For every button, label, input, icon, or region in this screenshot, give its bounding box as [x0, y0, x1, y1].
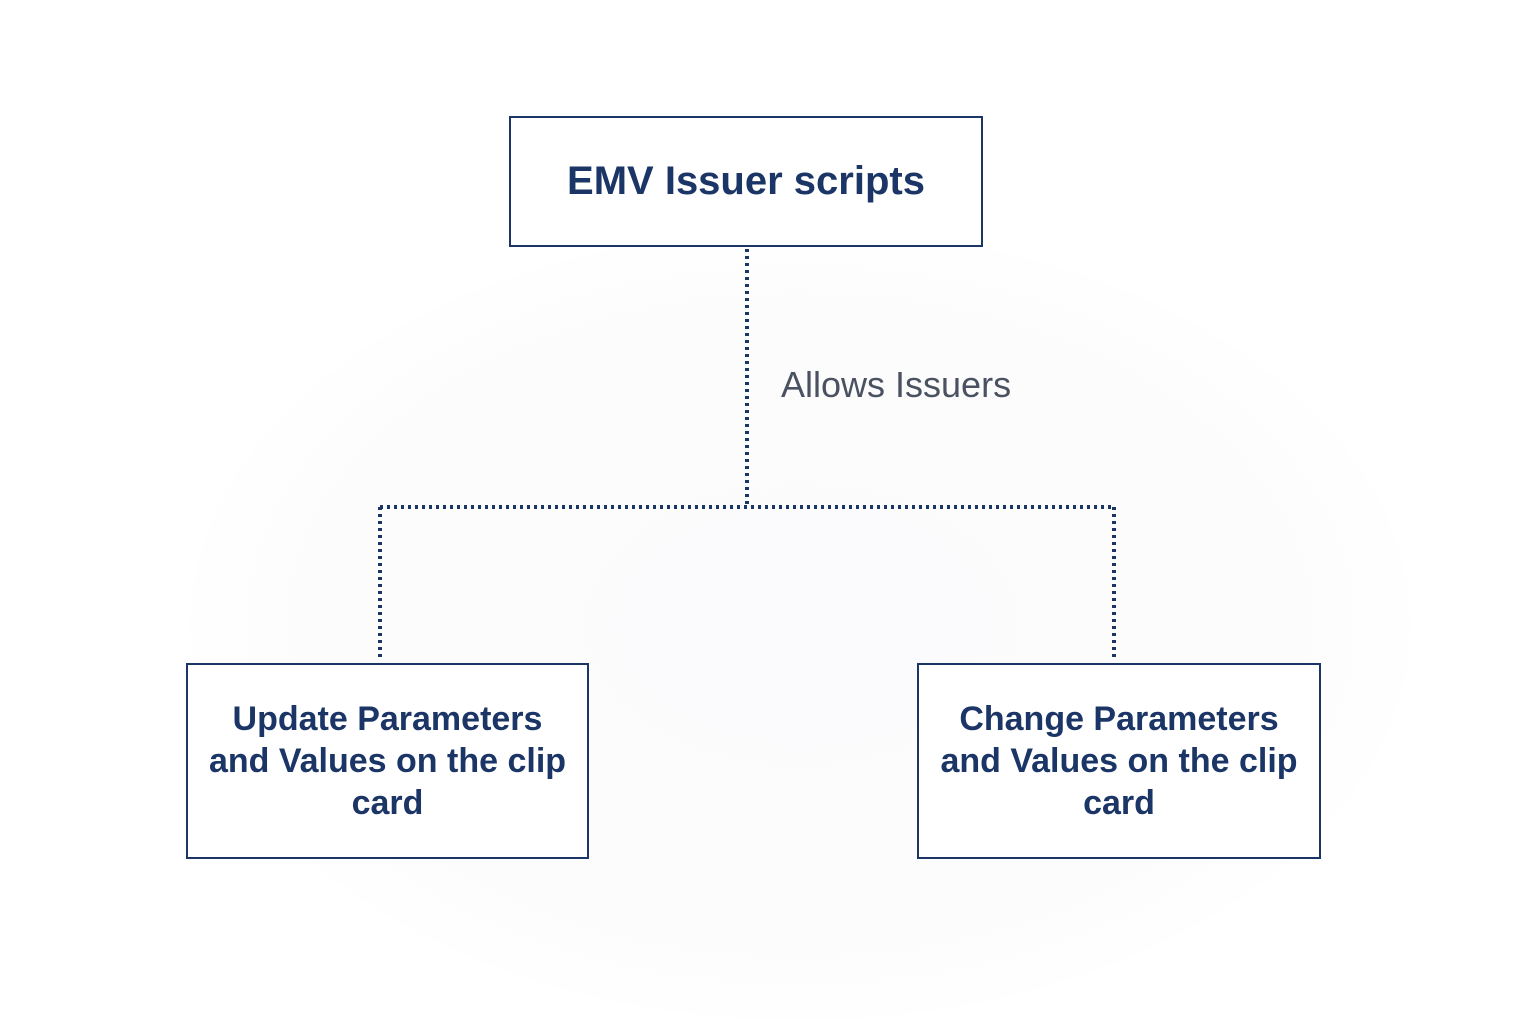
edge-label: Allows Issuers	[781, 364, 1012, 405]
child-node-update: Update Parameters and Values on the clip…	[186, 663, 589, 859]
child-node-update-label: Update Parameters and Values on the clip…	[208, 700, 567, 822]
root-node-label: EMV Issuer scripts	[567, 159, 925, 203]
background-glow	[190, 230, 1410, 1020]
child-node-change: Change Parameters and Values on the clip…	[917, 663, 1321, 859]
root-node: EMV Issuer scripts	[509, 116, 983, 247]
child-node-change-label: Change Parameters and Values on the clip…	[940, 700, 1298, 822]
